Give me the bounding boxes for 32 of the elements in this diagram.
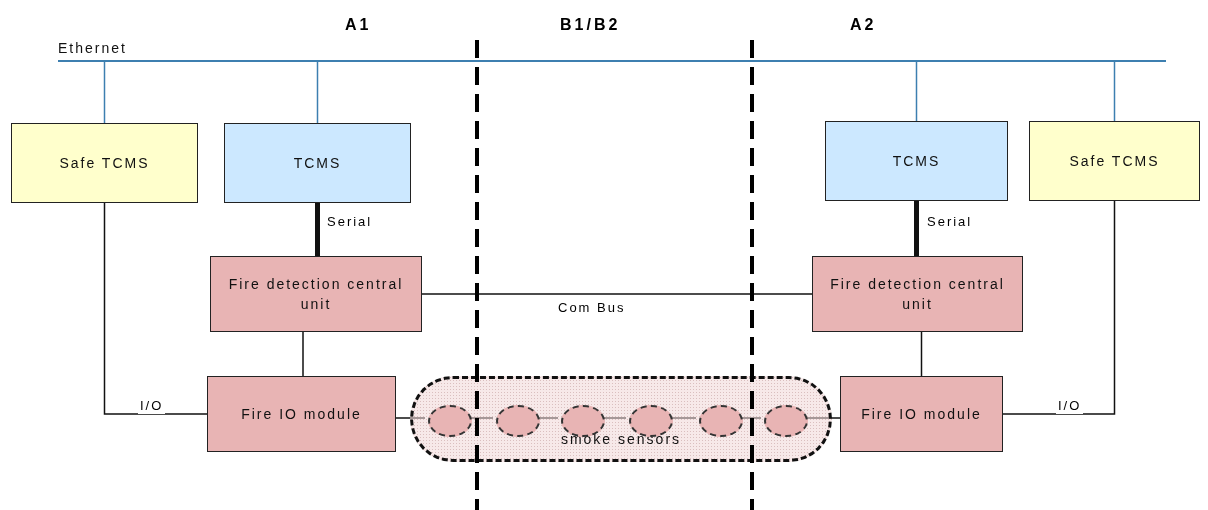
connector-line: [315, 203, 320, 256]
component-box: Safe TCMS: [1029, 121, 1200, 201]
component-box: Safe TCMS: [11, 123, 198, 203]
zone-label: A1: [345, 16, 372, 34]
connector-line: [316, 61, 319, 124]
connector-line: [395, 417, 426, 419]
connector-line: [103, 61, 106, 124]
component-box: Fire detection central unit: [210, 256, 422, 332]
connector-line: [1002, 200, 1116, 415]
component-box: Fire detection central unit: [812, 256, 1023, 332]
zone-label: A2: [850, 16, 877, 34]
connector-line: [915, 61, 918, 122]
connector-line: [920, 331, 923, 377]
connector-line: [421, 293, 813, 295]
sensor-ellipse: [496, 405, 540, 437]
sensor-ellipse: [699, 405, 743, 437]
connector-line: [914, 201, 919, 256]
zone-label: B1/B2: [560, 16, 621, 34]
connector-line: [1113, 61, 1116, 122]
group-label: smoke sensors: [560, 430, 682, 449]
sensor-ellipse: [764, 405, 808, 437]
bus-label: Ethernet: [58, 39, 127, 58]
sensor-ellipse: [428, 405, 472, 437]
edge-label: I/O: [138, 398, 166, 414]
connector-line: [302, 331, 304, 377]
connector-line: [103, 202, 208, 415]
component-box: TCMS: [224, 123, 411, 203]
sensor-ellipse: [629, 405, 673, 437]
component-box: Fire IO module: [840, 376, 1003, 452]
component-box: Fire IO module: [207, 376, 396, 452]
edge-label: I/O: [1056, 398, 1084, 414]
component-box: TCMS: [825, 121, 1008, 201]
